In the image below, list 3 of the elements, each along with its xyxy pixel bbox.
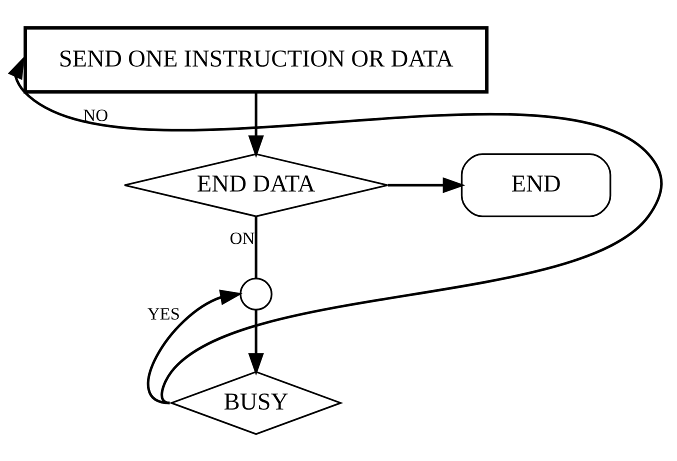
edge-label: NO	[83, 105, 108, 124]
edge-label: YES	[147, 304, 180, 324]
edge-label: ON	[230, 228, 255, 248]
